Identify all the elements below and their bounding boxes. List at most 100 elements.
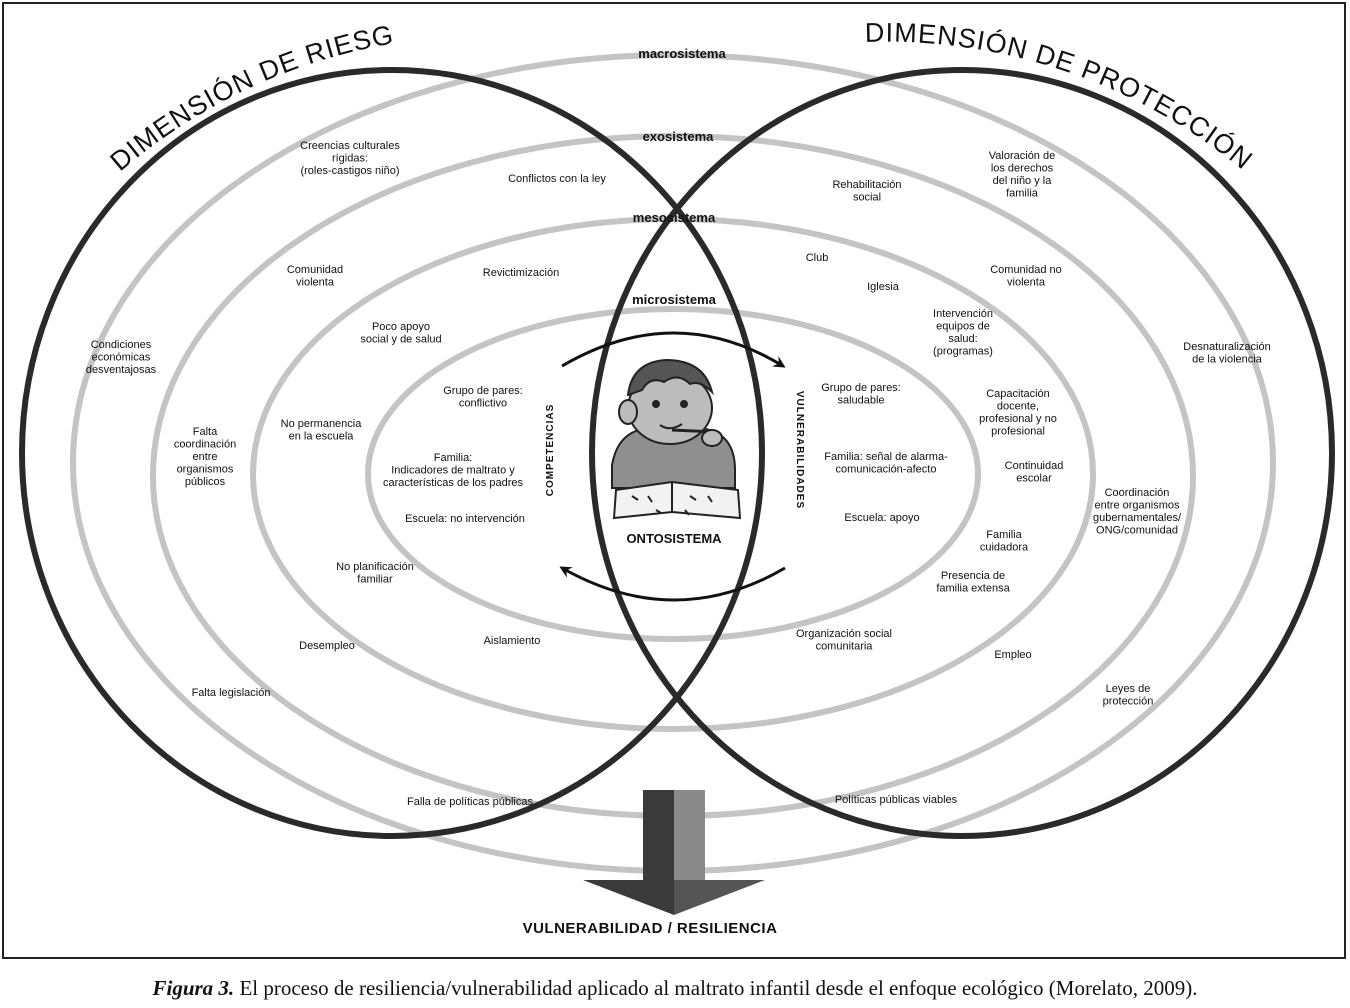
risk-unemployment: Desempleo [299,640,355,652]
protection-social-rehab-line: Rehabilitación [832,179,901,191]
risk-law-conflicts: Conflictos con la ley [508,173,606,185]
risk-no-family-planning-line: familiar [357,574,393,586]
protection-family-signal-line: comunicación-afecto [836,464,937,476]
protection-rights-valuation-line: familia [1006,188,1039,200]
risk-economic-conditions-line: económicas [92,352,151,364]
risk-economic-conditions-line: Condiciones [91,339,152,351]
risk-unemployment-line: Desempleo [299,640,355,652]
protection-rights-valuation-line: los derechos [991,163,1054,175]
mesosystem-label: mesosistema [633,210,716,225]
resilience-down-arrow [583,790,765,915]
protection-health-intervention-line: equipos de [936,321,990,333]
figure-caption-text: El proceso de resiliencia/vulnerabilidad… [234,976,1198,1000]
protection-peer-group-line: saludable [837,395,884,407]
microsystem-label: microsistema [632,292,717,307]
vulnerabilities-label: VULNERABILIDADES [794,391,805,509]
protection-employment: Empleo [994,649,1031,661]
protection-health-intervention-line: (programas) [933,346,993,358]
risk-violent-community-line: Comunidad [287,264,343,276]
risk-family-indicators-line: Indicadores de maltrato y [391,465,515,477]
protection-denaturalization-line: de la violencia [1192,354,1263,366]
protection-community-org-line: Organización social [796,628,892,640]
figure-caption-label: Figura 3. [152,976,235,1000]
protection-club-line: Club [806,252,829,264]
microsystem-ring [365,306,981,642]
risk-public-policy-failure-line: Falla de políticas públicas [407,796,533,808]
protection-rights-valuation-line: del niño y la [993,175,1053,187]
protection-church-line: Iglesia [867,281,900,293]
protection-school-continuity-line: escolar [1016,473,1052,485]
ontosystem-label: ONTOSISTEMA [626,531,722,546]
risk-peer-group-line: conflictivo [459,398,507,410]
risk-lack-coordination-line: públicos [185,476,226,488]
risk-isolation: Aislamiento [484,635,541,647]
protection-nonviolent-community-line: violenta [1007,277,1046,289]
protection-family-signal-line: Familia: señal de alarma- [824,451,948,463]
protection-social-rehab-line: social [853,192,881,204]
risk-no-family-planning-line: No planificación [336,561,414,573]
protection-school-continuity-line: Continuidad [1005,460,1064,472]
top-curved-arrow [561,331,786,368]
protection-training-line: Capacitación [986,388,1050,400]
child-reading-icon [611,358,742,520]
risk-economic-conditions-line: desventajosas [86,364,157,376]
risk-family-indicators-line: Familia: [434,452,473,464]
risk-circle [19,67,765,839]
ecological-diagram: DIMENSIÓN DE RIESGO DIMENSIÓN DE PROTECC… [0,0,1346,959]
protection-caring-family-line: Familia [986,529,1022,541]
dimension-circles [19,67,1335,839]
protection-church: Iglesia [867,281,900,293]
competencies-label: COMPETENCIAS [545,404,556,497]
protection-training-line: profesional [991,426,1045,438]
risk-lack-coordination-line: organismos [177,464,234,476]
protection-family-signal: Familia: señal de alarma-comunicación-af… [824,451,948,476]
risk-school-dropout-line: No permanencia [281,418,363,430]
risk-law-conflicts-line: Conflictos con la ley [508,173,606,185]
protection-viable-policies-line: Políticas públicas viables [835,794,958,806]
protection-coordination-line: Coordinación [1105,487,1170,499]
risk-revictimization: Revictimización [483,267,559,279]
risk-lack-coordination-line: coordinación [174,439,236,451]
protection-school-support-line: Escuela: apoyo [844,512,919,524]
risk-lack-legislation-line: Falta legislación [192,687,271,699]
risk-peer-group: Grupo de pares:conflictivo [443,385,523,410]
risk-cultural-beliefs-line: rígidas: [332,153,368,165]
protection-protective-laws-line: protección [1103,696,1154,708]
protection-coordination-line: ONG/comunidad [1096,525,1178,537]
exosystem-label: exosistema [643,129,715,144]
protection-training-line: profesional y no [979,413,1057,425]
protection-protective-laws-line: Leyes de [1106,683,1151,695]
macrosystem-label: macrosistema [638,46,726,61]
risk-peer-group-line: Grupo de pares: [443,385,523,397]
protection-denaturalization-line: Desnaturalización [1183,341,1270,353]
protection-community-org-line: comunitaria [816,641,874,653]
figure-frame [2,2,1346,959]
vulnerability-resilience-title: VULNERABILIDAD / RESILIENCIA [523,920,778,937]
protection-rights-valuation-line: Valoración de [989,150,1055,162]
risk-family-indicators-line: características de los padres [383,477,524,489]
risk-revictimization-line: Revictimización [483,267,559,279]
protection-training-line: docente, [997,401,1039,413]
risk-violent-community-line: violenta [296,277,335,289]
figure-caption: Figura 3. El proceso de resiliencia/vuln… [0,976,1350,1001]
risk-lack-legislation: Falta legislación [192,687,271,699]
risk-lack-coordination-line: Falta [193,426,218,438]
protection-coordination-line: gubernamentales/ [1093,512,1182,524]
